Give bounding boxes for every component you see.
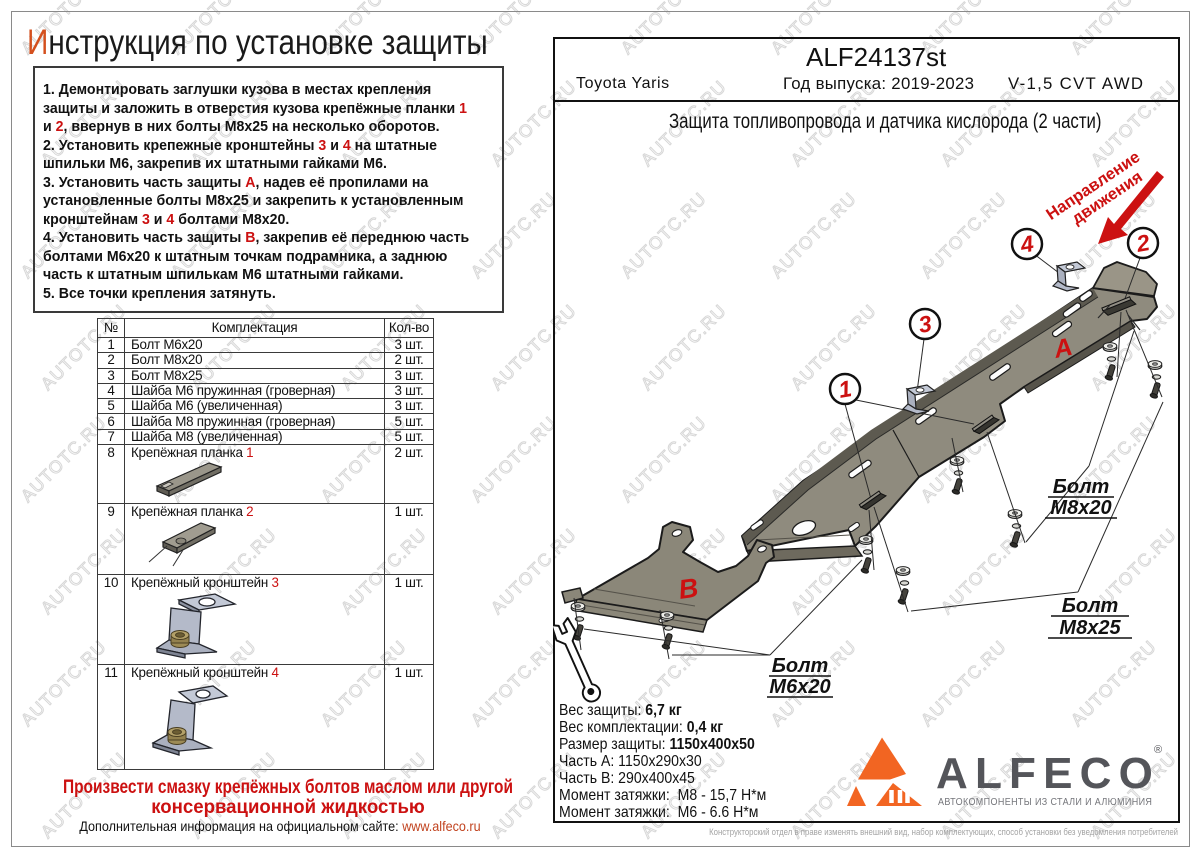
svg-text:3: 3 bbox=[916, 310, 933, 338]
svg-text:М8х25: М8х25 bbox=[1059, 617, 1121, 639]
svg-text:2: 2 bbox=[1133, 229, 1151, 257]
svg-text:Болт: Болт bbox=[1062, 595, 1119, 617]
svg-text:1: 1 bbox=[836, 375, 853, 403]
svg-text:М6х20: М6х20 bbox=[769, 676, 830, 698]
svg-text:М8х20: М8х20 bbox=[1050, 497, 1111, 519]
svg-text:Болт: Болт bbox=[772, 655, 829, 677]
svg-text:B: B bbox=[677, 573, 700, 605]
svg-text:4: 4 bbox=[1017, 230, 1035, 258]
svg-text:Болт: Болт bbox=[1053, 476, 1110, 498]
